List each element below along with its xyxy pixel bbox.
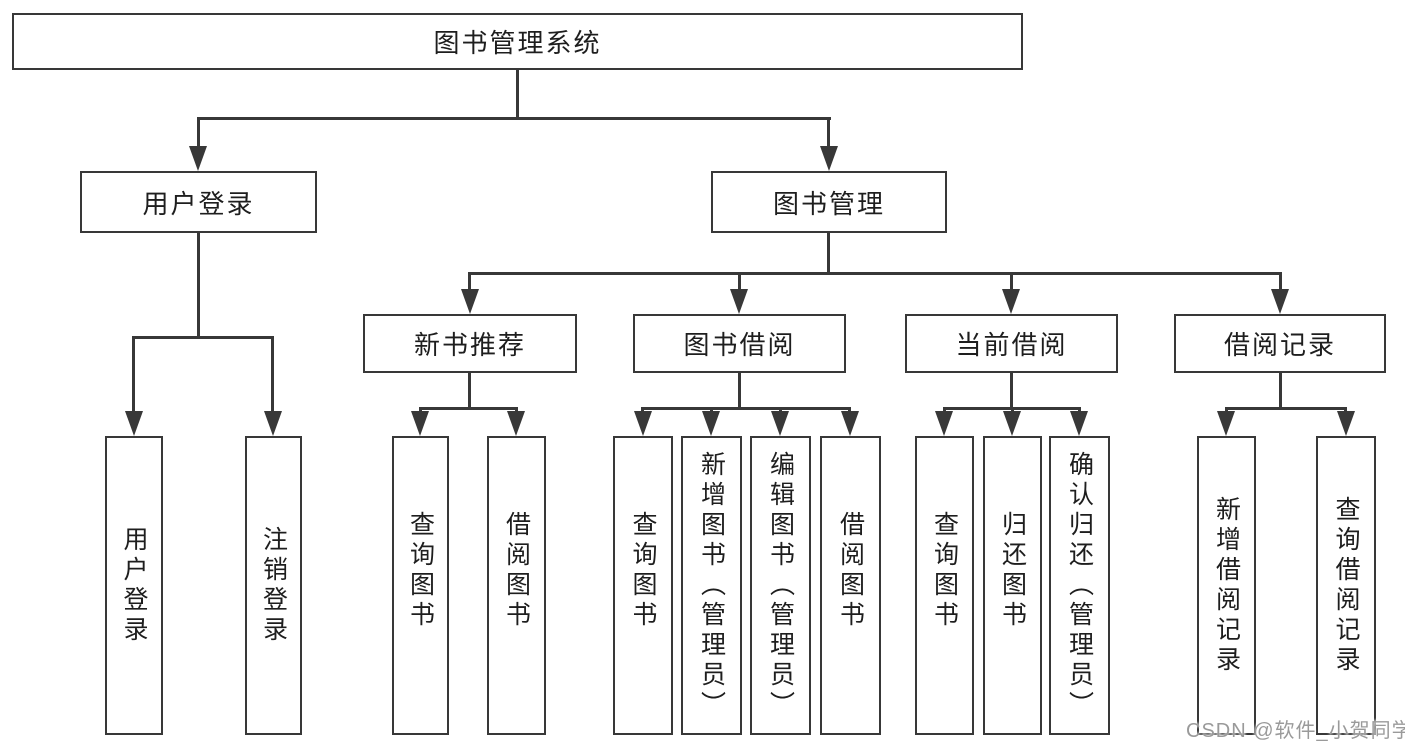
arrowhead-down-icon: [1217, 411, 1235, 436]
leaf-logout: 注销登录: [245, 436, 302, 735]
arrowhead-down-icon: [771, 411, 789, 436]
connector-line: [641, 407, 851, 410]
connector-line: [271, 336, 274, 414]
connector-line: [468, 272, 471, 289]
connector-line: [419, 407, 422, 413]
node-label: 用户登录: [120, 525, 148, 646]
connector-line: [641, 407, 644, 413]
connector-line: [738, 272, 741, 289]
connector-line: [827, 233, 830, 272]
arrowhead-down-icon: [264, 411, 282, 436]
connector-line: [516, 70, 519, 117]
arrowhead-down-icon: [1337, 411, 1355, 436]
leaf-query-books-current: 查询图书: [915, 436, 974, 735]
leaf-user-login: 用户登录: [105, 436, 163, 735]
node-label: 注销登录: [259, 525, 288, 646]
leaf-query-books-borrow: 查询图书: [613, 436, 673, 735]
connector-line: [419, 407, 517, 410]
node-borrow-records: 借阅记录: [1174, 314, 1386, 373]
leaf-query-borrow-record: 查询借阅记录: [1316, 436, 1376, 735]
connector-line: [1344, 407, 1347, 413]
node-label: 借阅图书: [502, 510, 531, 631]
connector-line: [197, 233, 200, 336]
node-label: 确认归还（管理员）: [1065, 450, 1094, 721]
leaf-return-book: 归还图书: [983, 436, 1042, 735]
connector-line: [848, 407, 851, 413]
node-label: 借阅记录: [1223, 330, 1336, 360]
node-label: 查询借阅记录: [1332, 495, 1360, 676]
connector-line: [1011, 407, 1014, 413]
node-label: 新书推荐: [413, 330, 526, 360]
connector-line: [1078, 407, 1081, 413]
node-label: 归还图书: [998, 510, 1027, 631]
connector-line: [515, 407, 518, 413]
arrowhead-down-icon: [507, 411, 525, 436]
leaf-query-books-recommend: 查询图书: [392, 436, 449, 735]
node-user-login: 用户登录: [80, 171, 317, 233]
connector-line: [827, 117, 830, 150]
arrowhead-down-icon: [730, 289, 748, 314]
arrowhead-down-icon: [1271, 289, 1289, 314]
leaf-add-book-admin: 新增图书（管理员）: [681, 436, 742, 735]
node-label: 新增借阅记录: [1212, 495, 1241, 676]
connector-line: [1279, 373, 1282, 407]
arrowhead-down-icon: [935, 411, 953, 436]
arrowhead-down-icon: [189, 146, 207, 171]
connector-line: [132, 336, 135, 414]
connector-line: [197, 117, 200, 150]
connector-line: [468, 373, 471, 407]
node-current-borrow: 当前借阅: [905, 314, 1118, 373]
connector-line: [197, 117, 831, 120]
connector-line: [1225, 407, 1228, 413]
connector-line: [1010, 373, 1013, 407]
leaf-confirm-return-admin: 确认归还（管理员）: [1049, 436, 1110, 735]
node-label: 编辑图书（管理员）: [766, 450, 795, 721]
node-book-borrow: 图书借阅: [633, 314, 846, 373]
node-label: 新增图书（管理员）: [697, 450, 726, 721]
leaf-add-borrow-record: 新增借阅记录: [1197, 436, 1256, 735]
arrowhead-down-icon: [125, 411, 143, 436]
connector-line: [132, 336, 274, 339]
connector-line: [1010, 272, 1013, 289]
arrowhead-down-icon: [820, 146, 838, 171]
connector-line: [779, 407, 782, 413]
node-label: 图书管理系统: [433, 28, 602, 58]
node-label: 查询图书: [930, 510, 959, 631]
arrowhead-down-icon: [411, 411, 429, 436]
leaf-borrow-books-recommend: 借阅图书: [487, 436, 546, 735]
node-label: 查询图书: [629, 510, 657, 631]
arrowhead-down-icon: [1002, 289, 1020, 314]
node-book-management: 图书管理: [711, 171, 947, 233]
arrowhead-down-icon: [1003, 411, 1021, 436]
arrowhead-down-icon: [1070, 411, 1088, 436]
connector-line: [710, 407, 713, 413]
connector-line: [468, 272, 1282, 275]
node-label: 用户登录: [142, 188, 255, 219]
node-label: 借阅图书: [836, 510, 865, 631]
watermark-text: CSDN @软件_小贺同学: [1186, 720, 1405, 742]
connector-line: [1225, 407, 1345, 410]
node-library-system: 图书管理系统: [12, 13, 1023, 70]
connector-line: [943, 407, 946, 413]
node-label: 查询图书: [406, 510, 435, 631]
connector-line: [1279, 272, 1282, 289]
arrowhead-down-icon: [634, 411, 652, 436]
arrowhead-down-icon: [461, 289, 479, 314]
connector-line: [738, 373, 741, 407]
leaf-borrow-books: 借阅图书: [820, 436, 881, 735]
arrowhead-down-icon: [841, 411, 859, 436]
node-new-book-recommend: 新书推荐: [363, 314, 577, 373]
leaf-edit-book-admin: 编辑图书（管理员）: [750, 436, 811, 735]
node-label: 当前借阅: [955, 330, 1068, 360]
arrowhead-down-icon: [702, 411, 720, 436]
node-label: 图书管理: [772, 188, 885, 219]
node-label: 图书借阅: [683, 330, 796, 360]
